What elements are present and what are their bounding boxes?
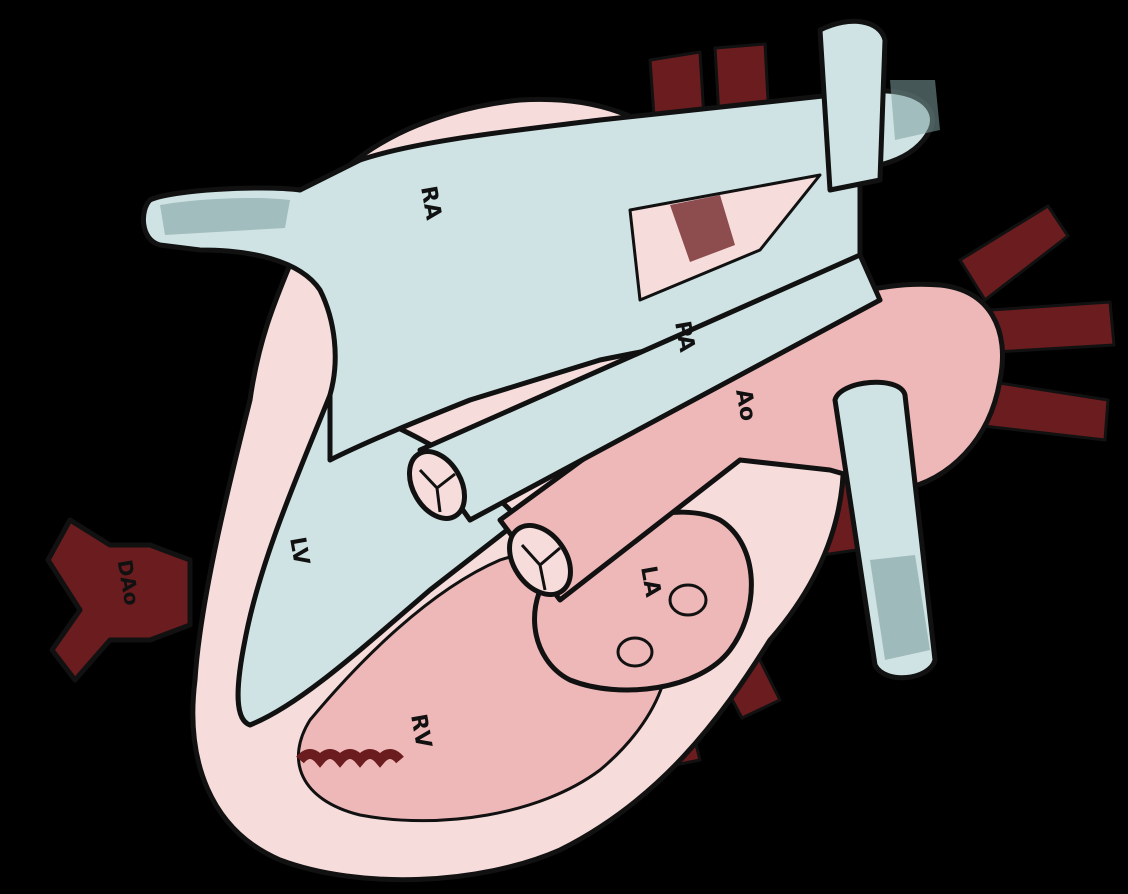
label-pa: PA: [669, 319, 699, 354]
superior-vena-cava: [820, 21, 885, 190]
label-lv: LV: [284, 535, 313, 567]
label-la: LA: [635, 564, 665, 599]
descending-aorta: [48, 520, 190, 680]
pulmonary-vein-ostium-2: [618, 638, 652, 666]
arch-branch-2: [990, 302, 1114, 352]
svc-shadow: [890, 80, 940, 140]
arch-branch-1: [960, 206, 1068, 300]
pulmonary-vein-ostium-1: [670, 585, 706, 615]
